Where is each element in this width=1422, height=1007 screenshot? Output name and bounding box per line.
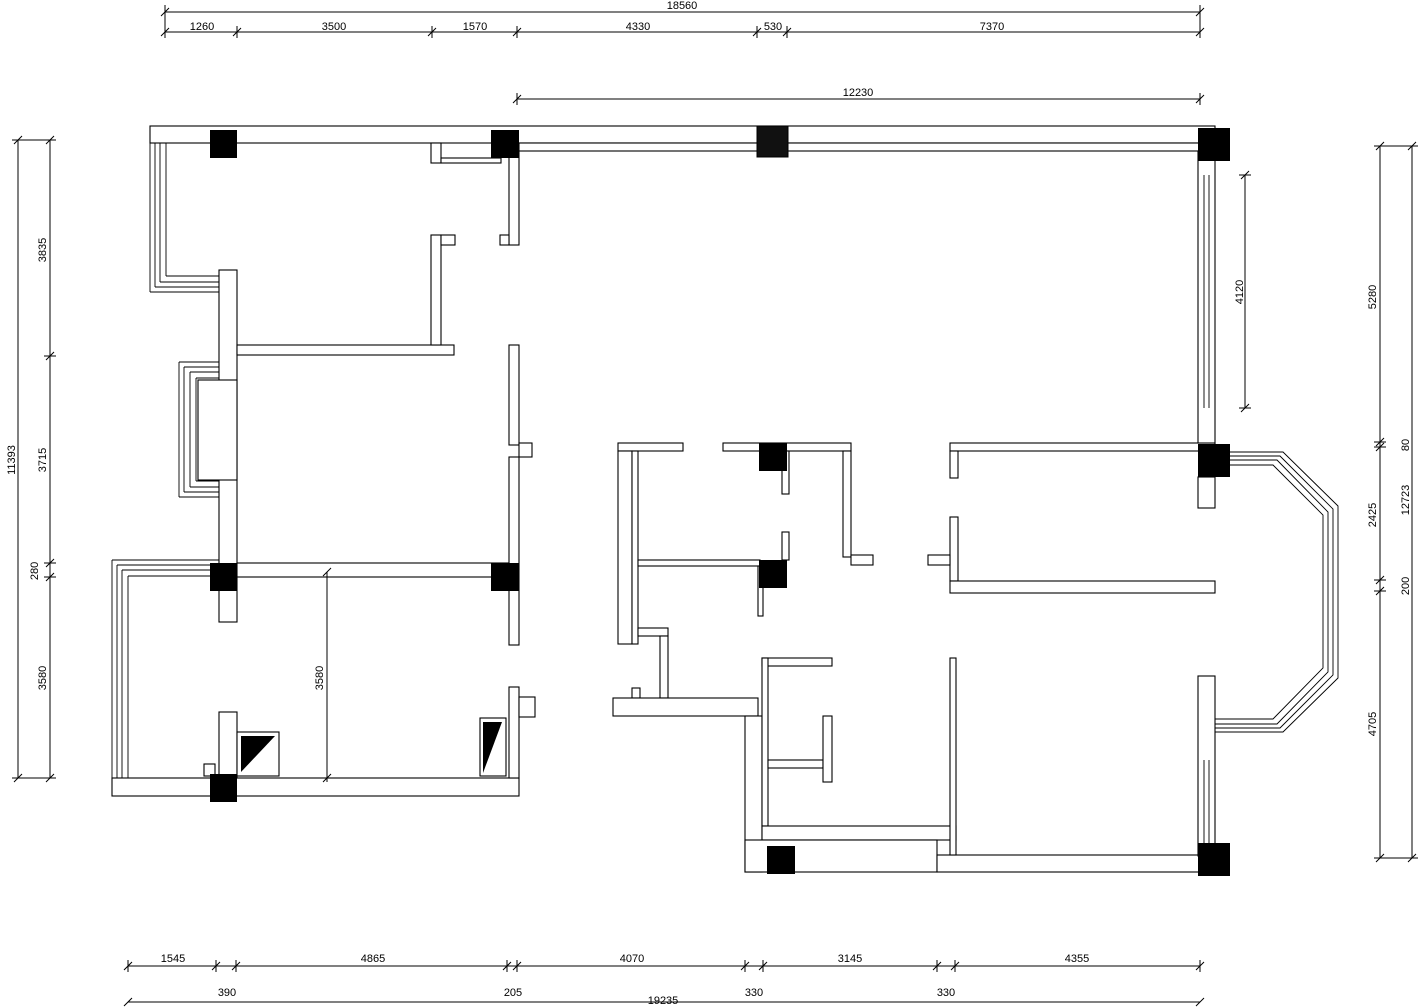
dim-bottom-seg-5: 4355 bbox=[1065, 953, 1089, 965]
column bbox=[1198, 128, 1230, 161]
dim-bottom-total: 19235 bbox=[648, 995, 679, 1007]
left-dimension-lines bbox=[12, 135, 56, 783]
column bbox=[491, 130, 519, 158]
dim-left-seg-3: 280 bbox=[29, 562, 41, 580]
right-dimension-lines bbox=[1239, 141, 1418, 863]
dim-right-total: 12723 bbox=[1400, 485, 1412, 516]
dim-bottom-seg-1: 1545 bbox=[161, 953, 185, 965]
column bbox=[759, 443, 787, 471]
dim-left-seg-4: 3580 bbox=[37, 666, 49, 690]
dim-bottom-small-3: 330 bbox=[745, 987, 763, 999]
dim-bottom-seg-3: 4070 bbox=[620, 953, 644, 965]
dim-bottom-small-4: 330 bbox=[937, 987, 955, 999]
dim-bottom-small-1: 390 bbox=[218, 987, 236, 999]
column bbox=[1198, 843, 1230, 876]
column-hatched bbox=[756, 125, 789, 158]
dim-bottom-seg-4: 3145 bbox=[838, 953, 862, 965]
dim-right-seg-2: 80 bbox=[1400, 439, 1412, 451]
dim-left-seg-1: 3835 bbox=[37, 238, 49, 262]
column bbox=[767, 846, 795, 874]
dim-right-seg-3: 2425 bbox=[1367, 503, 1379, 527]
column bbox=[491, 563, 519, 591]
column bbox=[210, 774, 237, 802]
dim-top-seg-1: 1260 bbox=[190, 21, 214, 33]
dim-right-window: 4120 bbox=[1234, 280, 1246, 304]
column bbox=[1198, 444, 1230, 477]
column bbox=[210, 563, 237, 591]
dim-right-seg-4: 200 bbox=[1400, 577, 1412, 595]
structural-columns bbox=[210, 125, 1230, 876]
dim-bottom-seg-2: 4865 bbox=[361, 953, 385, 965]
dim-left-total: 11393 bbox=[6, 445, 18, 475]
dim-right-seg-5: 4705 bbox=[1367, 712, 1379, 736]
dim-top-total: 18560 bbox=[667, 0, 698, 12]
dim-top-seg-2: 3500 bbox=[322, 21, 346, 33]
dim-top-right-span: 12230 bbox=[843, 87, 874, 99]
dim-top-seg-5: 530 bbox=[764, 21, 782, 33]
dim-top-seg-3: 1570 bbox=[463, 21, 487, 33]
column bbox=[210, 130, 237, 158]
column bbox=[759, 560, 787, 588]
top-dimension-lines bbox=[160, 5, 1205, 105]
dim-left-seg-2: 3715 bbox=[37, 448, 49, 472]
walls bbox=[111, 125, 1339, 873]
dim-right-seg-1: 5280 bbox=[1367, 285, 1379, 309]
dim-inner-vertical: 3580 bbox=[314, 666, 326, 690]
bottom-dimension-lines bbox=[123, 960, 1205, 1007]
inner-dimension-line bbox=[322, 567, 332, 783]
dim-top-seg-4: 4330 bbox=[626, 21, 650, 33]
dim-top-seg-6: 7370 bbox=[980, 21, 1004, 33]
dim-bottom-small-2: 205 bbox=[504, 987, 522, 999]
